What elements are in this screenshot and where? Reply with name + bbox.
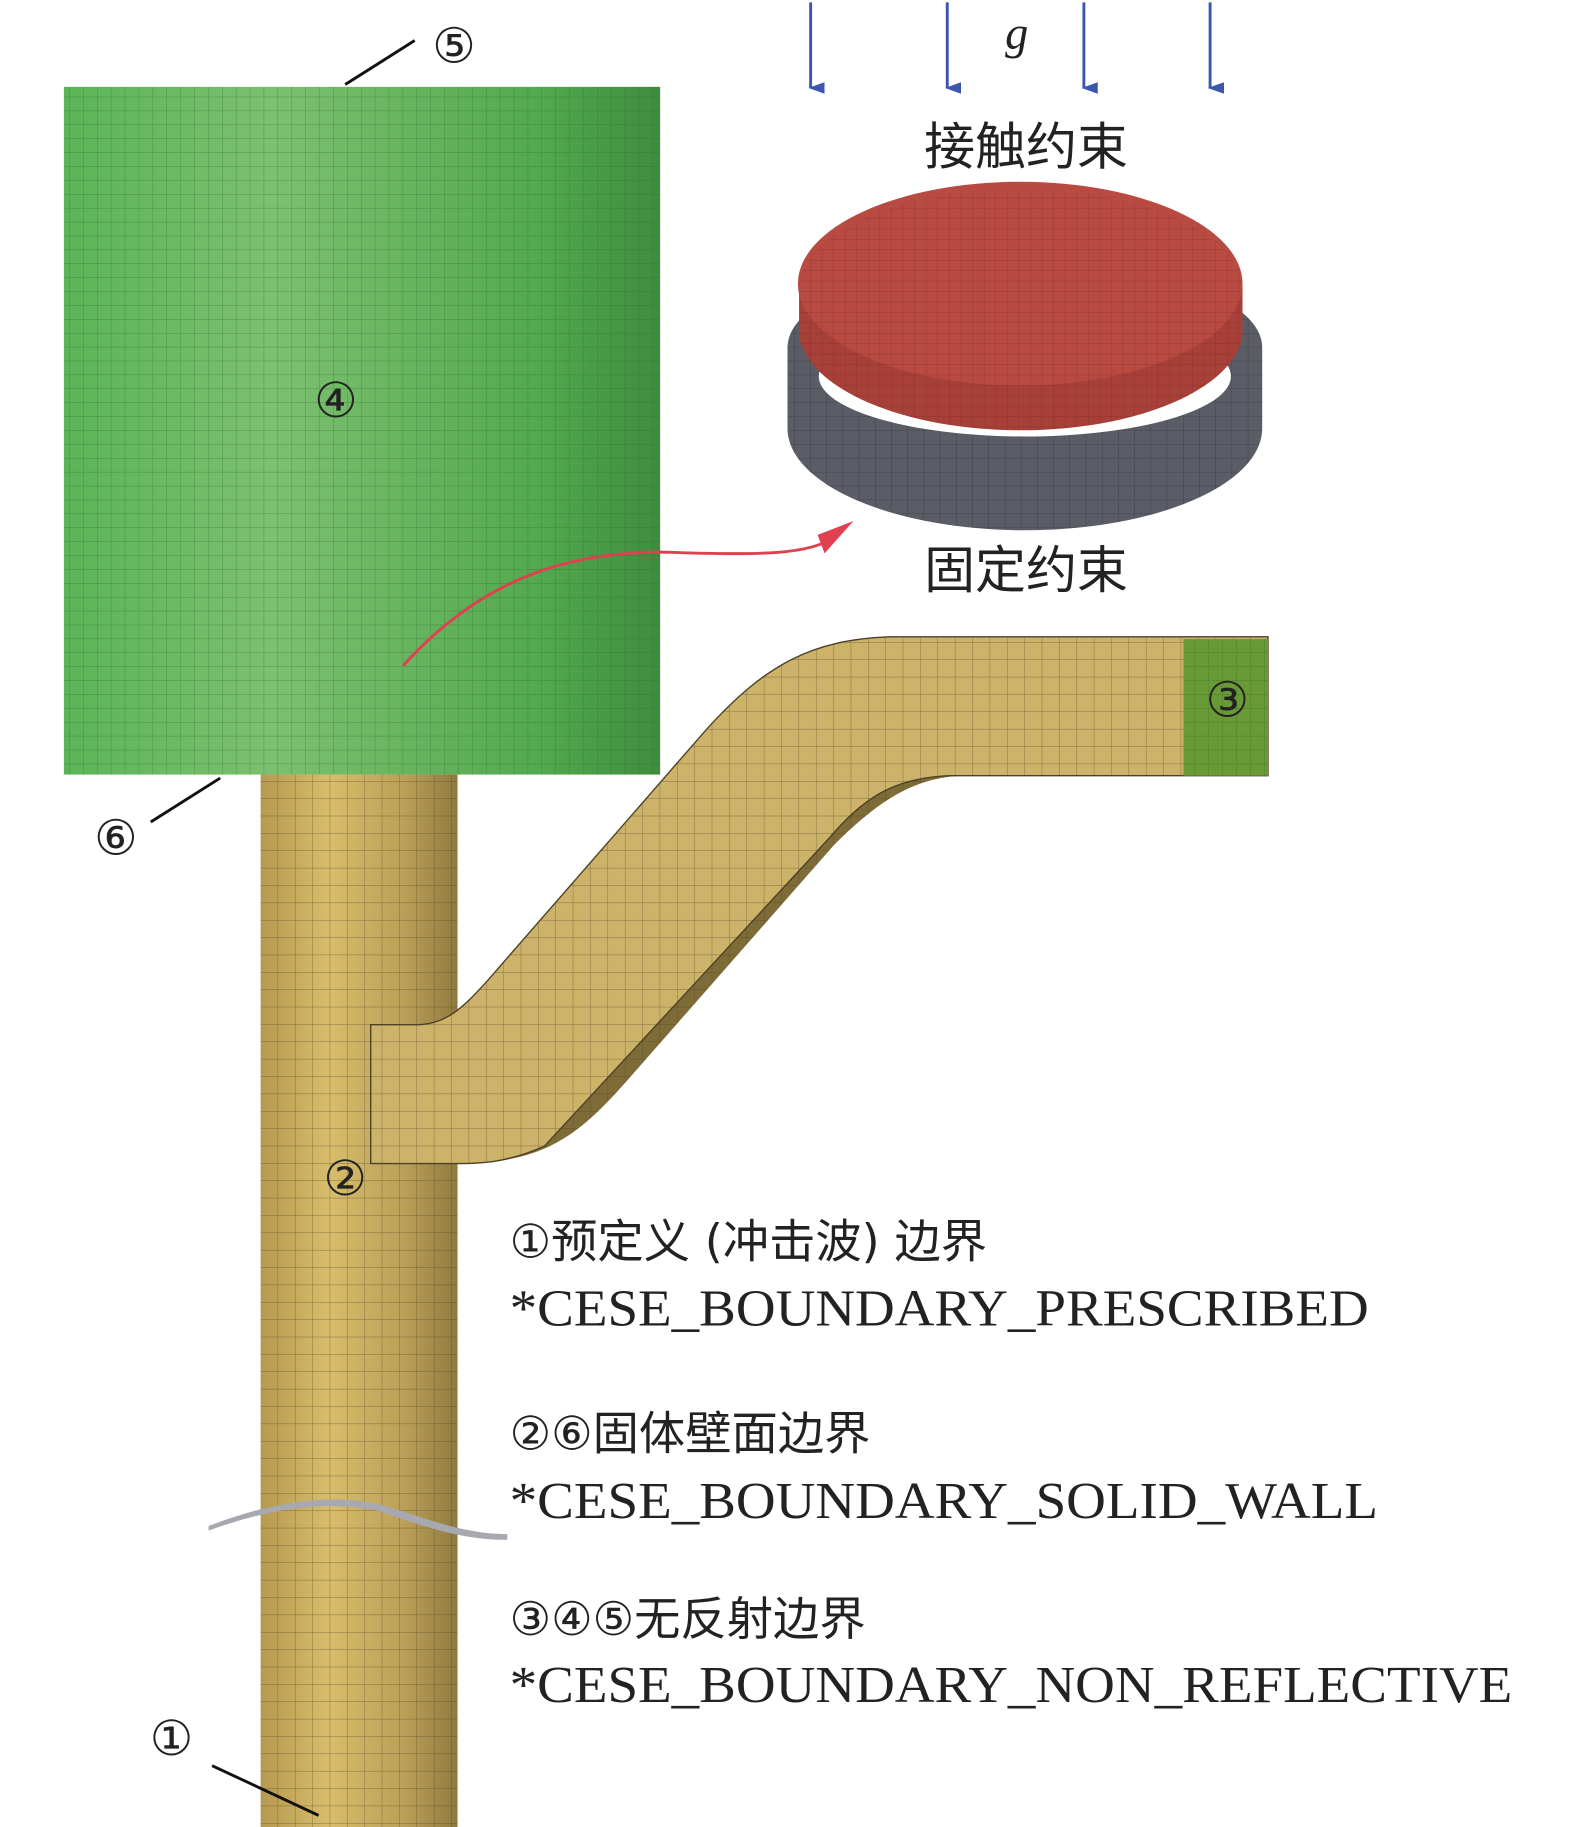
legend-keyword-1: *CESE_BOUNDARY_PRESCRIBED <box>510 1281 1369 1338</box>
marker-4: ④ <box>314 374 358 428</box>
callout-arrow <box>402 537 833 667</box>
vertical-pipe <box>260 774 458 1827</box>
leader-line-1 <box>211 1764 320 1817</box>
leader-line-5 <box>344 39 416 86</box>
legend-keyword-2: *CESE_BOUNDARY_SOLID_WALL <box>510 1473 1378 1530</box>
legend-keyword-3: *CESE_BOUNDARY_NON_REFLECTIVE <box>510 1657 1513 1714</box>
legend-title-3: ③④⑤无反射边界 <box>510 1592 866 1646</box>
branch-pipe <box>369 636 1269 1165</box>
marker-2: ② <box>323 1152 367 1206</box>
gravity-arrows: g <box>808 2 1224 94</box>
leader-line-6 <box>149 776 221 824</box>
air-domain-cylinder <box>63 86 661 775</box>
marker-1: ① <box>150 1712 194 1766</box>
contact-constraint-label: 接触约束 <box>924 118 1128 177</box>
legend-title-2: ②⑥固体壁面边界 <box>510 1407 871 1461</box>
gravity-label: g <box>1005 9 1028 60</box>
disc-assembly: 接触约束 固定约束 <box>787 118 1263 601</box>
callout-arrowhead <box>817 521 854 554</box>
marker-6: ⑥ <box>94 811 138 865</box>
break-line-icon <box>208 1499 508 1540</box>
boundary-legend: ①预定义 (冲击波) 边界 *CESE_BOUNDARY_PRESCRIBED … <box>510 1214 1513 1714</box>
marker-3: ③ <box>1206 674 1250 728</box>
fixed-constraint-label: 固定约束 <box>924 542 1128 601</box>
legend-title-1: ①预定义 (冲击波) 边界 <box>510 1214 987 1268</box>
marker-5: ⑤ <box>432 20 476 74</box>
